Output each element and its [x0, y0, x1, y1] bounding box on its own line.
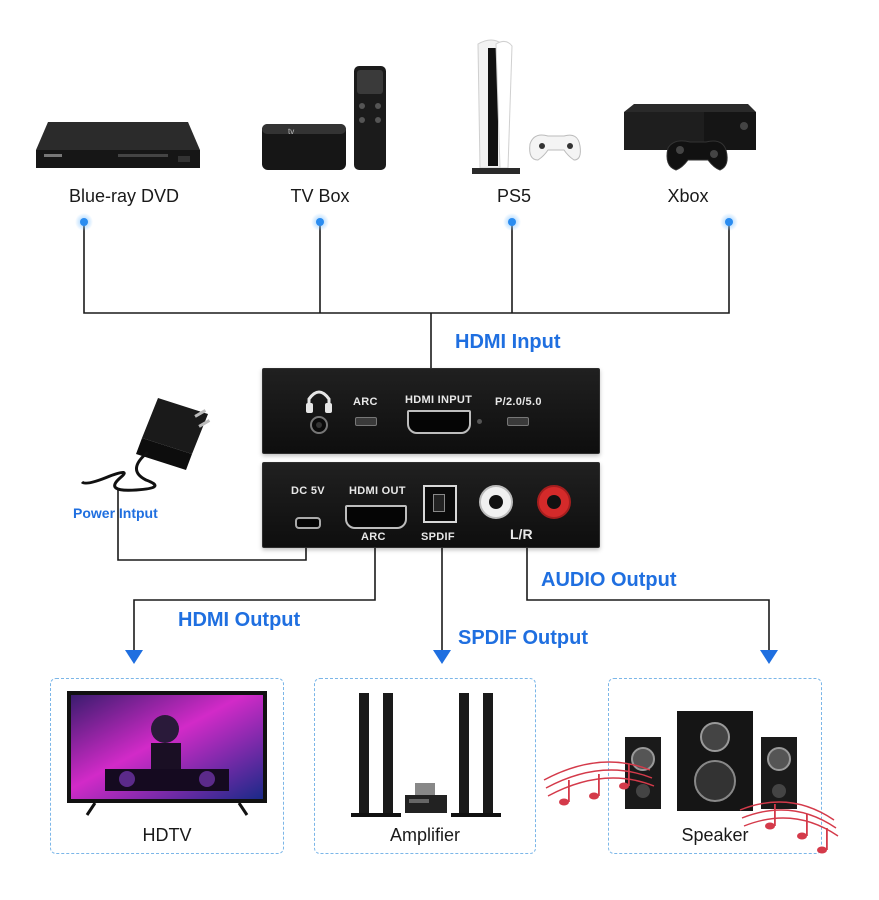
device-back-panel: DC 5V HDMI OUT ARC SPDIF L/R [262, 462, 600, 548]
speaker-label: Speaker [681, 825, 749, 845]
amplifier-label: Amplifier [389, 825, 461, 845]
micro-usb-port[interactable] [295, 517, 321, 529]
source-label-xbox: Xbox [667, 186, 709, 206]
hdmi-output-label: HDMI Output [178, 609, 301, 631]
arc-back-label: ARC [361, 531, 386, 543]
svg-text:tv: tv [288, 127, 294, 136]
hdmi-input-port-label: HDMI INPUT [405, 394, 473, 406]
device-front-panel: ARC HDMI INPUT P/2.0/5.0 [262, 368, 600, 454]
line-xbox [431, 222, 730, 314]
speaker-box: Speaker [608, 678, 822, 854]
hdtv-icon [67, 691, 267, 816]
hdmi-input-label: HDMI Input [455, 331, 561, 353]
dvd-player-icon [36, 122, 200, 168]
amplifier-speakers-icon [351, 693, 501, 817]
audio-output-label: AUDIO Output [541, 569, 677, 591]
xbox-console-icon [624, 104, 756, 171]
hdmi-out-port[interactable] [345, 505, 407, 529]
ps5-console-icon [472, 39, 581, 174]
hdmi-input-port[interactable] [407, 410, 471, 434]
arrow-down-icon [433, 650, 451, 664]
source-label-dvd: Blue-ray DVD [68, 186, 180, 206]
music-notes-icon [543, 761, 839, 854]
hdtv-box: HDTV [50, 678, 284, 854]
line-audio-output [526, 548, 770, 652]
source-label-tvbox: TV Box [290, 186, 350, 206]
line-dvd [83, 222, 431, 314]
arrow-down-icon [760, 650, 778, 664]
power-adapter-icon [80, 398, 211, 492]
arc-switch[interactable] [355, 417, 377, 426]
spdif-output-label: SPDIF Output [458, 627, 588, 649]
source-label-ps5: PS5 [496, 186, 532, 206]
lr-label: L/R [510, 526, 533, 542]
dc-label: DC 5V [291, 485, 325, 497]
arrow-down-icon [125, 650, 143, 664]
headphone-jack-icon [306, 390, 332, 434]
output-arrows [125, 650, 778, 664]
mode-label: P/2.0/5.0 [495, 396, 542, 408]
status-led [477, 419, 482, 424]
mode-switch[interactable] [507, 417, 529, 426]
amplifier-box: Amplifier [314, 678, 536, 854]
spdif-label: SPDIF [421, 531, 455, 543]
rca-left-port[interactable] [479, 485, 513, 519]
power-input-label: Power Intput [73, 505, 158, 521]
speaker-system-icon [625, 711, 797, 811]
hdmi-out-label: HDMI OUT [349, 485, 406, 497]
hdtv-label: HDTV [142, 825, 192, 845]
spdif-port[interactable] [423, 485, 457, 523]
line-hdmi-output [133, 548, 376, 652]
tv-box-icon: tv [262, 66, 386, 170]
arc-front-label: ARC [353, 396, 378, 408]
rca-right-port[interactable] [537, 485, 571, 519]
